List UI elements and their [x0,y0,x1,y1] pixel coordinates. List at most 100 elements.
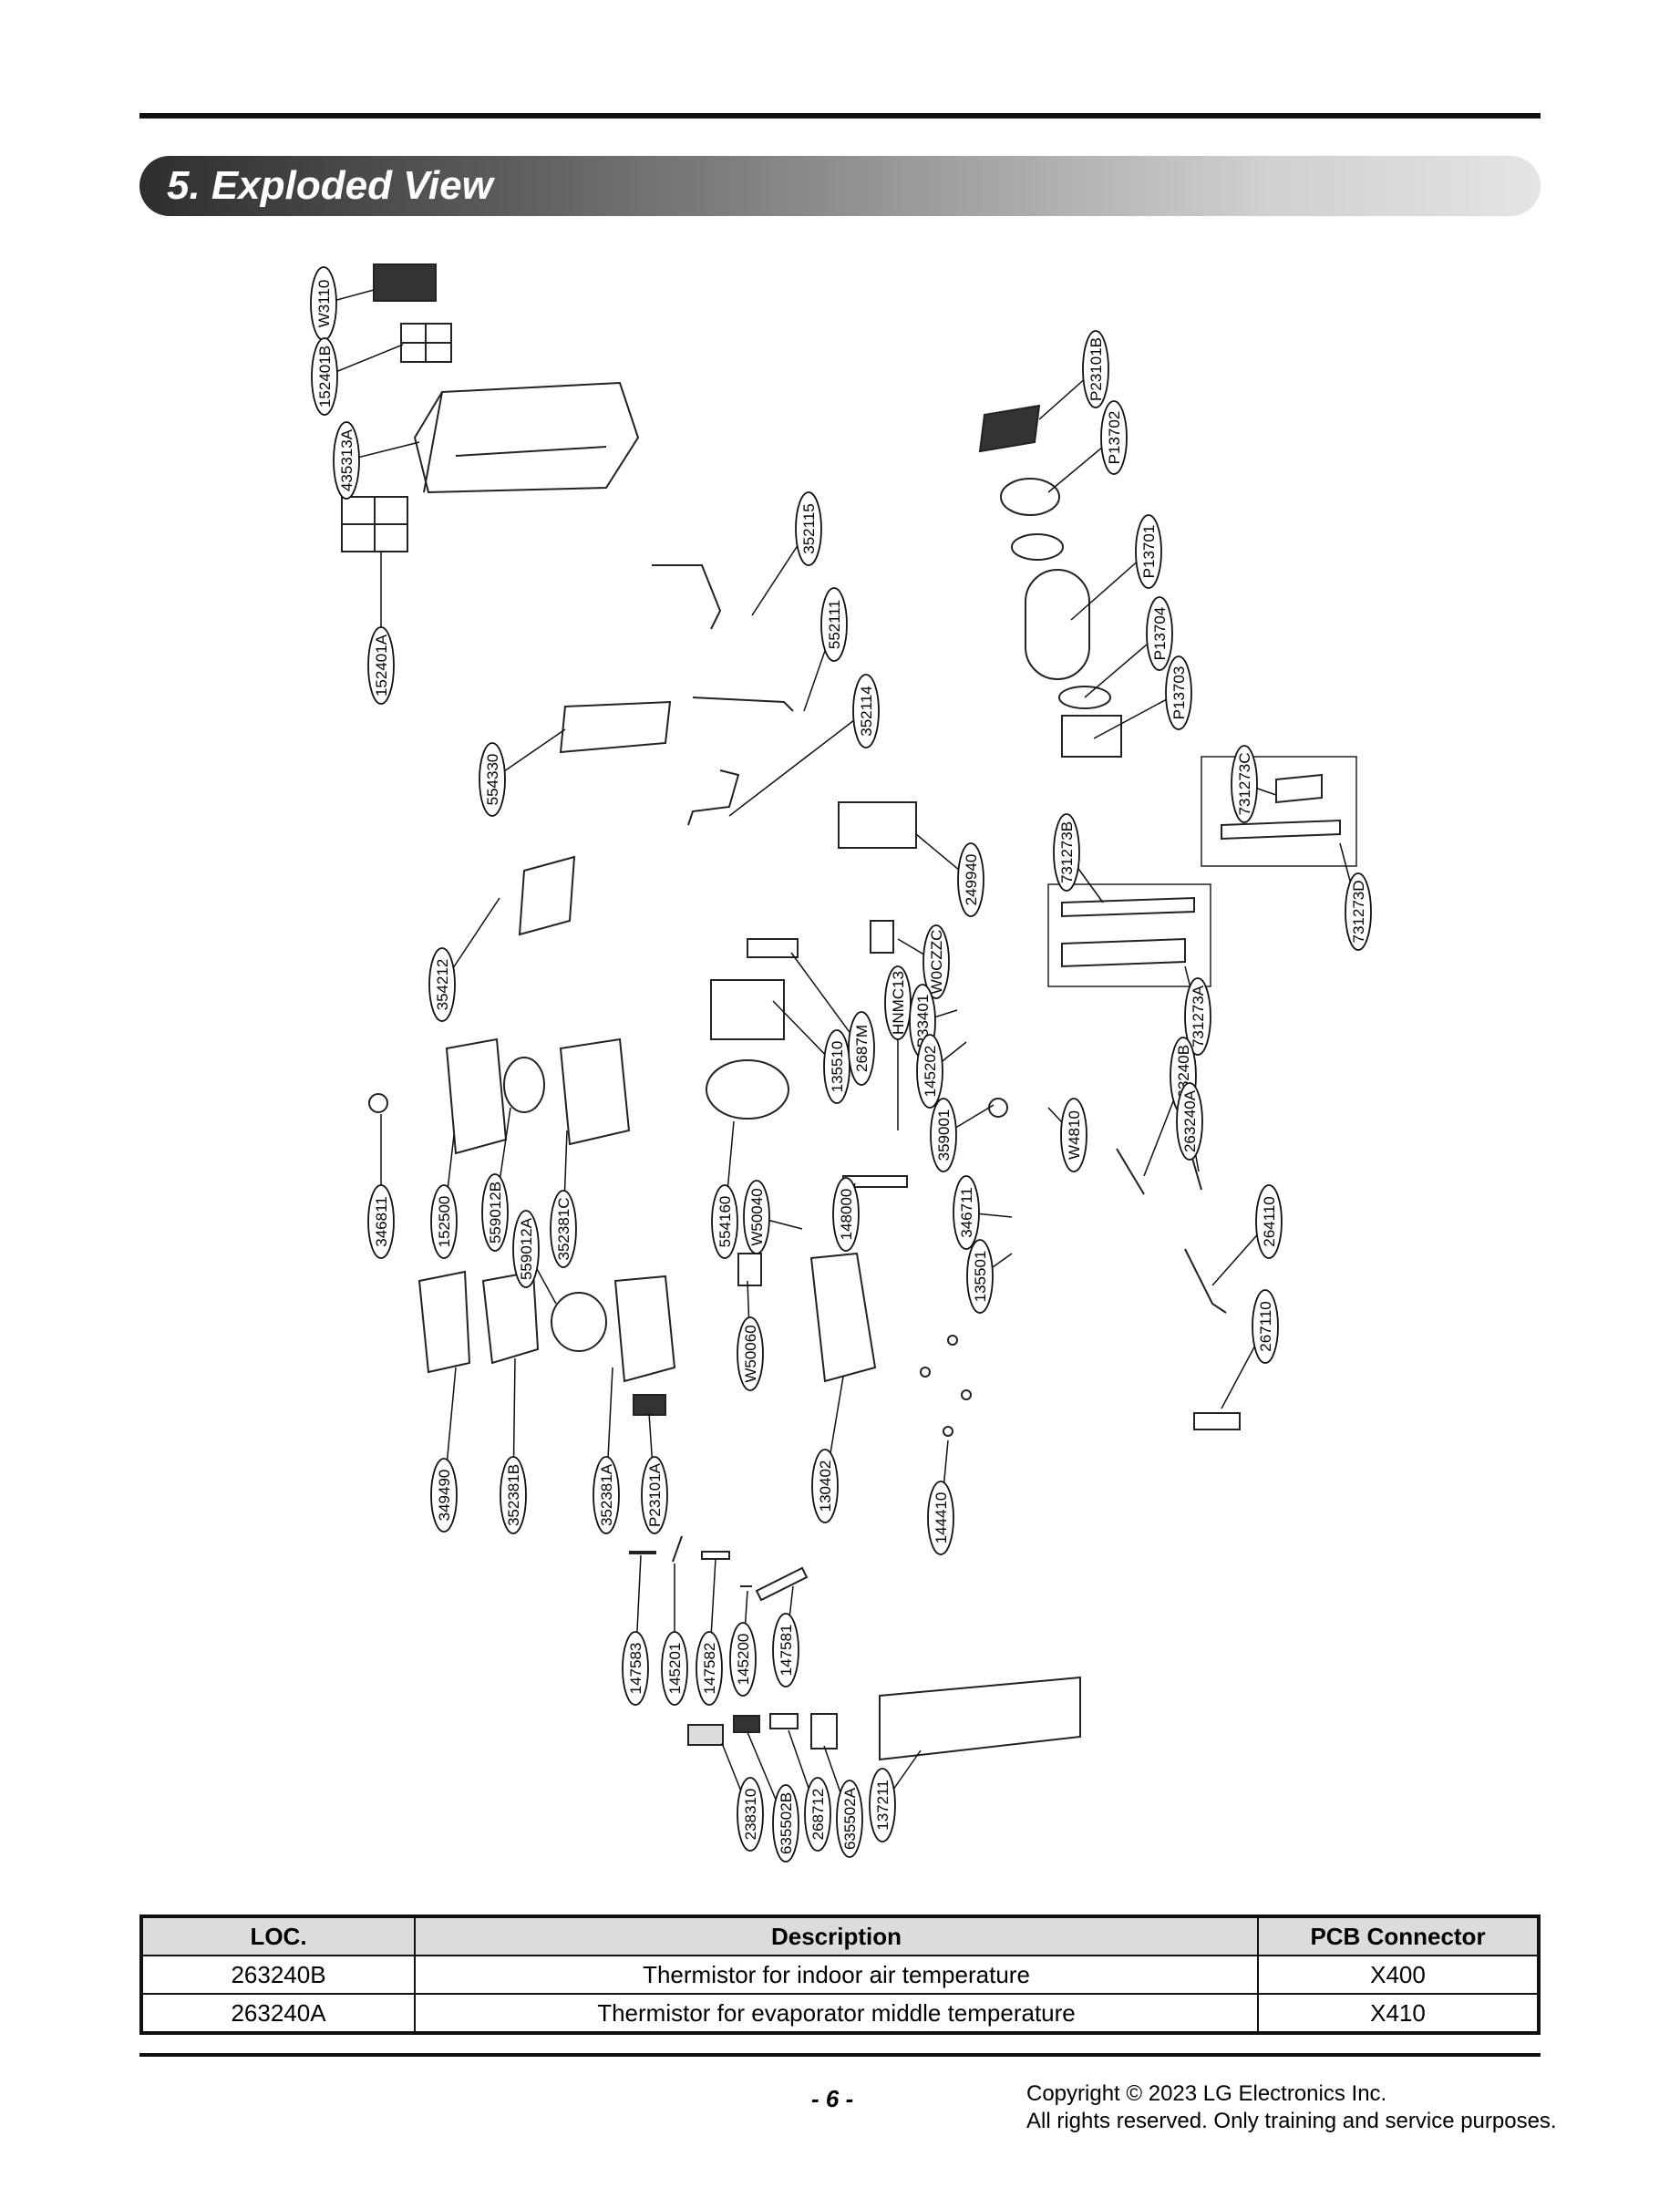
callout-ellipse [927,1481,954,1555]
base-pan-part [809,1252,877,1383]
section-banner: 5. Exploded View [139,156,1541,216]
copyright-line-1: Copyright © 2023 LG Electronics Inc. [1026,2081,1387,2106]
callout-label: 147583 [627,1643,644,1695]
part-callout: 145202 [916,1034,943,1109]
callout-label: 731273A [1190,985,1207,1048]
callout-ellipse [1100,400,1128,475]
part-callout: HNMC13 [884,965,912,1040]
callout-label: 267110 [1257,1301,1274,1351]
part-callout: 152401B [311,337,338,416]
cell-pcb-connector: X410 [1257,1993,1540,2034]
part-callout: 268712 [804,1777,831,1852]
callout-label: W50040 [748,1188,766,1245]
callout-label: P23101A [646,1462,664,1527]
callout-label: 731273D [1350,880,1367,943]
callout-ellipse [737,1316,764,1391]
callout-label: W50060 [742,1325,759,1382]
terminal-box-part [710,979,785,1040]
callout-ellipse [1231,745,1258,823]
part-callout: 559012B [481,1173,509,1252]
callout-ellipse [696,1631,723,1706]
callout-label: 352115 [800,503,818,553]
callout-ellipse [512,1210,540,1288]
accessory-e-part [755,1566,809,1602]
motor-mount-part [417,1270,471,1374]
callout-label: 552111 [826,600,843,649]
fan-motor-part [368,1093,388,1113]
callout-label: W0CZZC [928,930,945,995]
remote-holder-part [1193,1412,1241,1430]
callout-label: 346711 [958,1187,975,1237]
part-callout: 352381B [500,1456,527,1534]
front-grille-part [413,381,640,494]
callout-ellipse [430,1184,458,1259]
column-header-loc: LOC. [140,1915,416,1956]
callout-ellipse [804,1777,831,1852]
part-callout: 346811 [367,1184,395,1259]
pipe-upper-part [652,564,722,630]
callout-ellipse [1255,1184,1283,1259]
callout-ellipse [953,1175,980,1250]
callout-label: 135501 [972,1251,989,1303]
part-callout: 352115 [795,491,822,566]
callout-ellipse [661,1631,688,1706]
callout-ellipse [729,1622,757,1697]
part-callout: W50040 [743,1180,770,1254]
part-callout: 135501 [966,1239,994,1314]
duct-hose-part [1025,569,1090,680]
part-callout: P23101A [641,1456,668,1534]
callout-label: P13702 [1106,411,1123,465]
part-callout: 249940 [957,842,984,917]
part-callout: 135510 [823,1029,850,1104]
screw-c-part [961,1389,972,1400]
part-callout: 147582 [696,1631,723,1706]
callout-label: 359001 [935,1109,953,1161]
callout-ellipse [743,1180,770,1254]
top-rule [139,113,1541,119]
window-slider-a-part [1061,937,1186,968]
callout-label: 264110 [1261,1196,1278,1246]
part-callout: 152401A [367,626,395,705]
scroll-cover-part [613,1275,676,1383]
window-kit-box-lower [1047,883,1211,987]
window-panel-part [1275,773,1323,804]
part-callout: 352114 [852,674,880,748]
part-callout: 359001 [930,1098,957,1172]
callout-label: 147581 [778,1625,795,1677]
callout-label: 346811 [373,1196,390,1246]
callout-label: P23101B [1087,337,1105,401]
callout-label: 554160 [716,1196,734,1248]
callout-ellipse [711,1184,738,1259]
callout-ellipse [930,1098,957,1172]
callout-ellipse [622,1631,649,1706]
capacitor-part [870,920,894,954]
part-callout: 349490 [430,1458,458,1533]
window-kit-box-upper [1201,756,1357,867]
part-callout: 144410 [927,1481,954,1555]
screen-lower-part [633,1394,666,1416]
part-callout: 148000 [832,1177,860,1252]
callout-label: 145202 [922,1046,939,1098]
part-callout: 130402 [811,1449,839,1523]
drain-pan-part [518,855,576,936]
part-callout: P23101B [1082,330,1109,408]
callout-label: 145200 [735,1634,752,1686]
duct-ring-lower-part [1058,686,1111,709]
callout-ellipse [1146,596,1173,671]
callout-ellipse [428,947,456,1022]
callout-ellipse [481,1173,509,1252]
table-row: 263240B Thermistor for indoor air temper… [140,1955,1540,1995]
part-callout: P13704 [1146,596,1173,671]
filter-frame-part [400,323,452,363]
part-callout: 2687M [848,1011,875,1086]
callout-label: HNMC13 [890,971,907,1035]
callout-ellipse [1184,977,1211,1056]
column-header-description: Description [414,1915,1259,1956]
part-callout: P13701 [1135,514,1162,589]
callout-ellipse [367,1184,395,1259]
callout-ellipse [479,742,506,817]
part-callout: 731273A [1184,977,1211,1056]
callout-label: 352381B [505,1464,522,1526]
callout-label: 145201 [666,1643,684,1695]
blower-wheel-part [503,1057,545,1113]
